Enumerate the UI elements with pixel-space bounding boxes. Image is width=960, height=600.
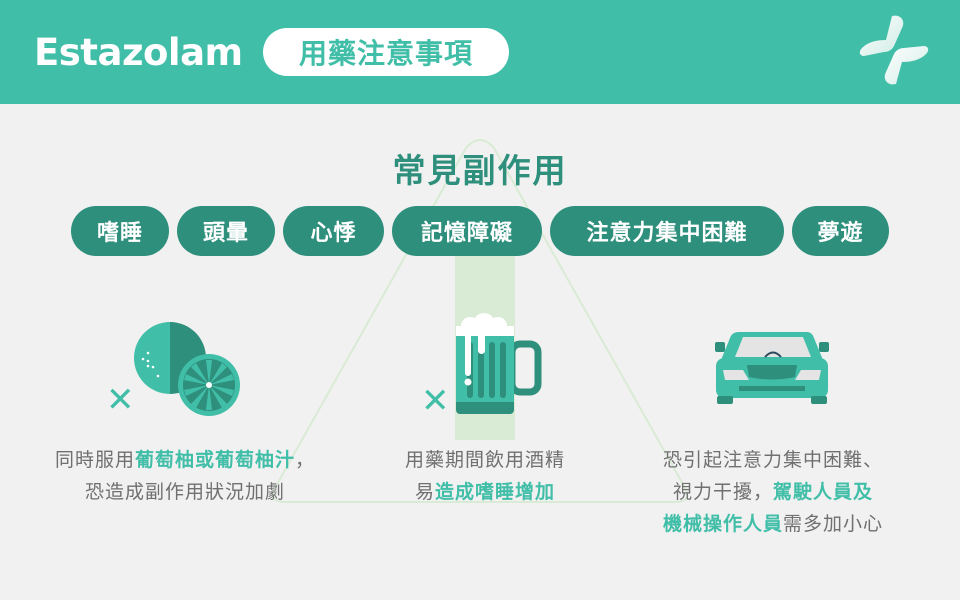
grapefruit-warning: 同時服用葡萄柚或葡萄柚汁， 恐造成副作用狀況加劇 — [20, 444, 350, 508]
warning-highlight: 造成嗜睡增加 — [435, 481, 556, 503]
tag-drowsiness: 嗜睡 — [71, 206, 169, 256]
warning-text: 同時服用 — [54, 449, 135, 471]
tag-palpitations: 心悸 — [283, 206, 384, 256]
warning-highlight: 駕駛人員及 — [773, 481, 874, 503]
medical-cross-logo-icon — [859, 15, 929, 85]
warning-highlight: 葡萄柚或葡萄柚汁 — [134, 449, 295, 471]
warning-text: 需多加小心 — [783, 513, 884, 535]
tag-dizziness: 頭暈 — [177, 206, 275, 256]
beer-mug-icon — [456, 313, 542, 414]
tag-concentration-difficulty: 注意力集中困難 — [550, 206, 784, 256]
warning-highlight: 機械操作人員 — [662, 513, 783, 535]
warning-text: 恐造成副作用狀況加劇 — [84, 481, 285, 503]
drug-name: Estazolam — [34, 31, 243, 74]
side-effect-tags: 嗜睡 頭暈 心悸 記憶障礙 注意力集中困難 夢遊 — [0, 206, 960, 256]
warning-text: 易 — [414, 481, 435, 503]
side-effects-title: 常見副作用 — [392, 151, 568, 190]
prohibit-x-icon: ✕ — [106, 380, 135, 420]
tag-memory-impairment: 記憶障礙 — [392, 206, 542, 256]
driving-warning: 恐引起注意力集中困難、 視力干擾，駕駛人員及 機械操作人員需多加小心 — [628, 444, 918, 540]
grapefruit-icon — [134, 322, 240, 416]
page-subtitle: 用藥注意事項 — [263, 28, 509, 76]
warning-text: 視力干擾， — [672, 481, 773, 503]
header-bar: Estazolam 用藥注意事項 — [0, 0, 960, 104]
warning-text: 恐引起注意力集中困難、 — [662, 449, 883, 471]
prohibit-x-icon: ✕ — [421, 381, 450, 421]
warning-text: 用藥期間飲用酒精 — [404, 449, 565, 471]
car-icon — [715, 332, 829, 404]
alcohol-warning: 用藥期間飲用酒精 易造成嗜睡增加 — [370, 444, 600, 508]
warning-text: ， — [295, 449, 316, 471]
tag-sleepwalking: 夢遊 — [792, 206, 889, 256]
